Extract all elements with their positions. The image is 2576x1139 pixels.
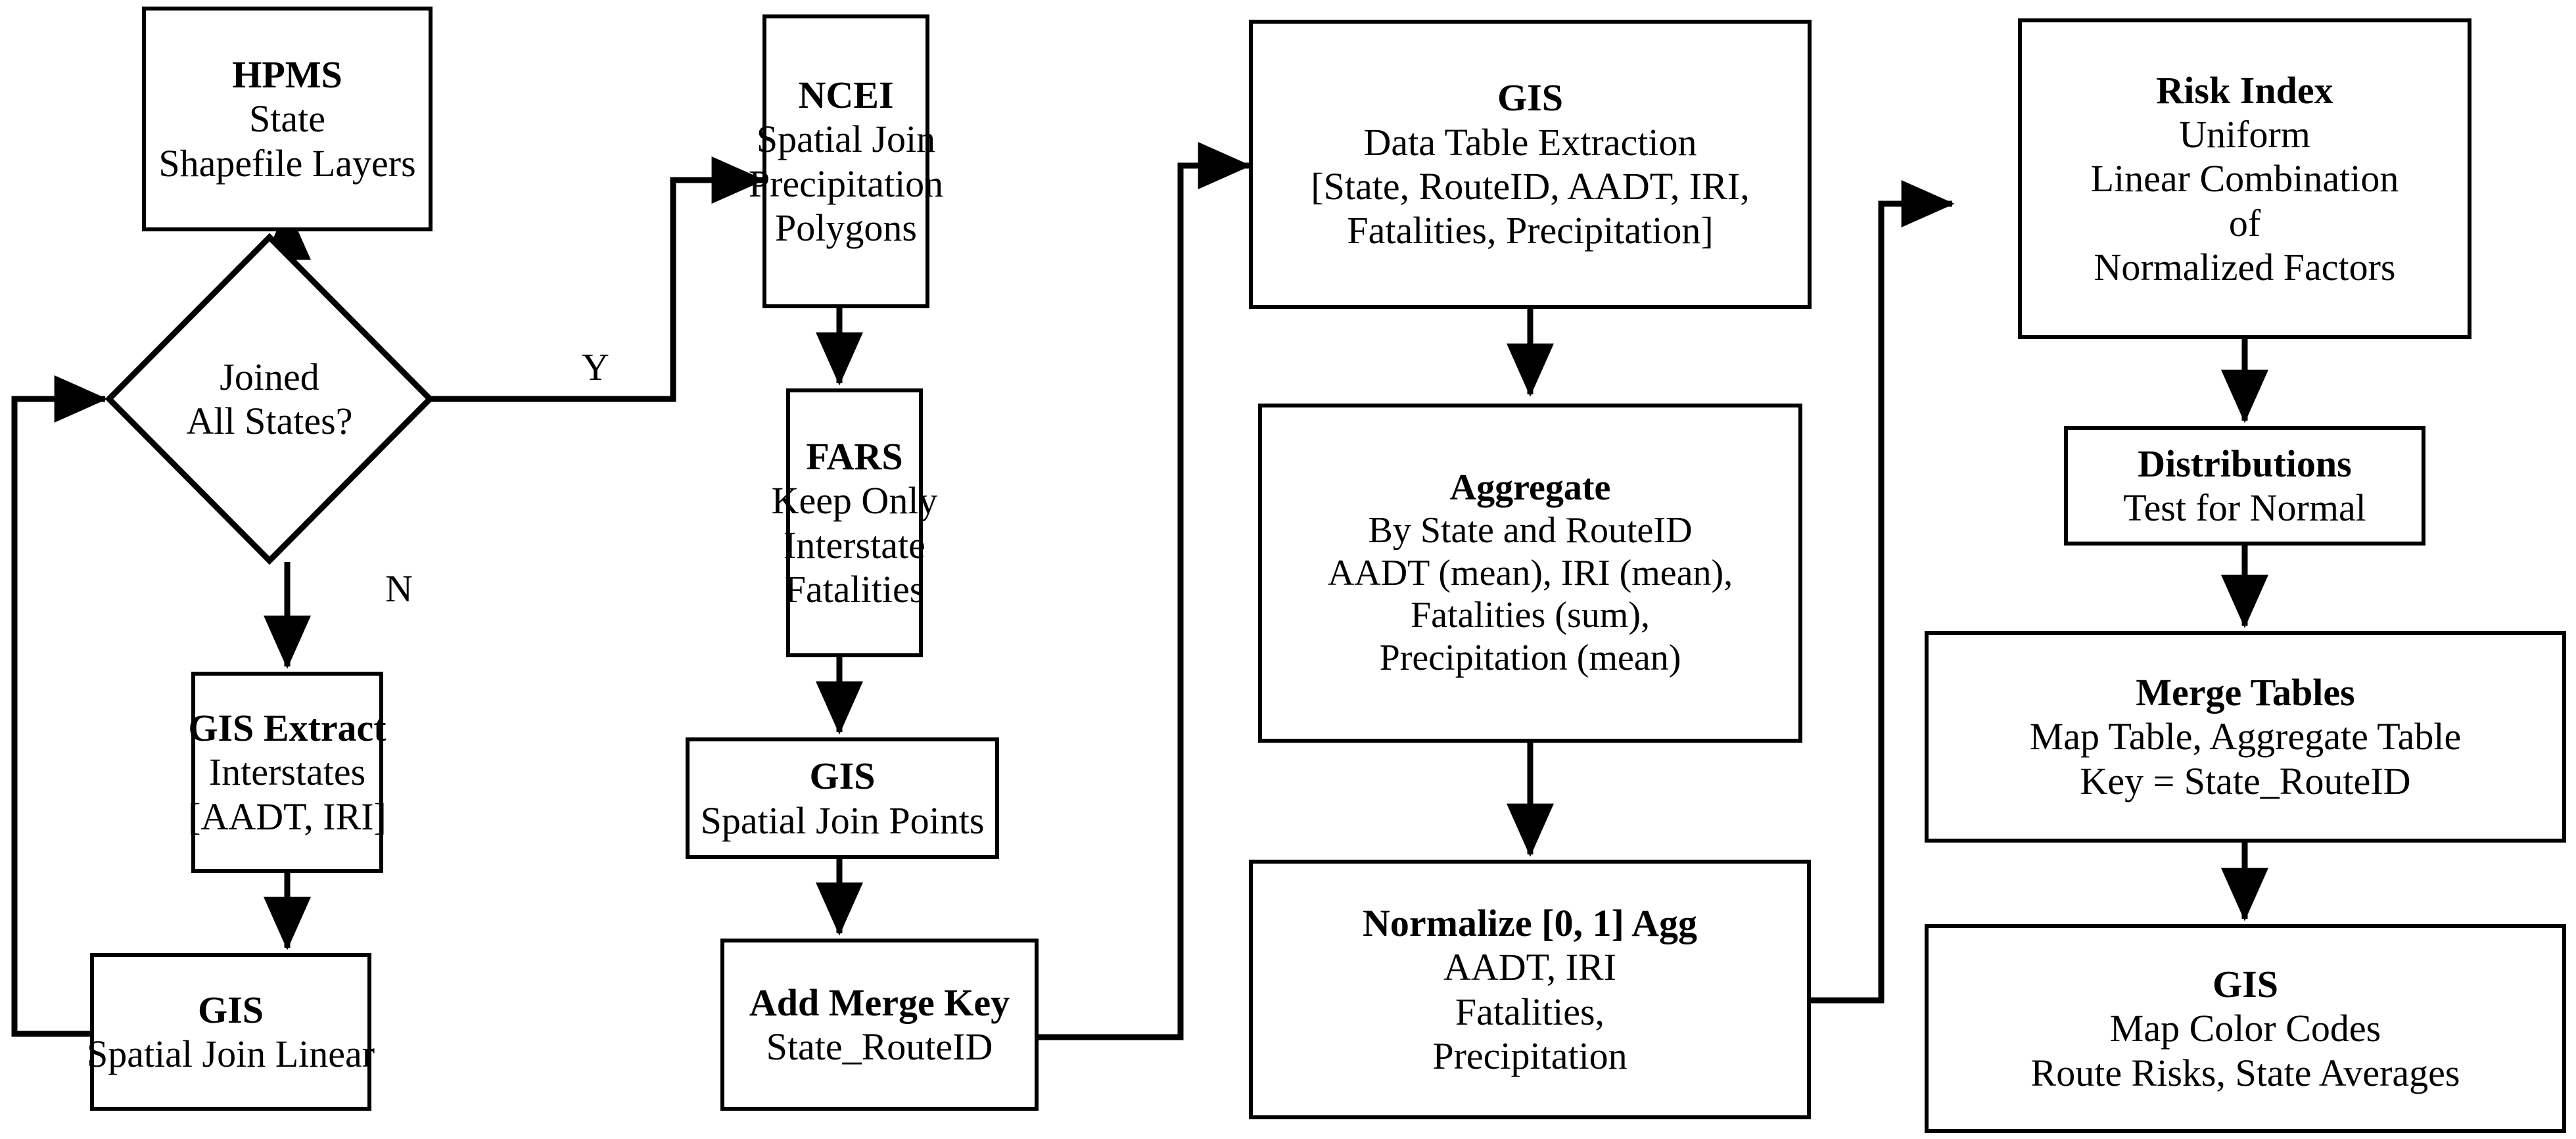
node-joined-decision[interactable]: Joined All States? [105,233,434,565]
node-normalize-line-1: AADT, IRI [1443,946,1617,989]
node-aggregate-line-2: AADT (mean), IRI (mean), [1327,552,1733,593]
node-normalize-title: Normalize [0, 1] Agg [1363,901,1697,944]
node-gis-data-table-extraction-line-2: [State, RouteID, AADT, IRI, [1311,165,1750,208]
node-gis-extract-line-2: [AADT, IRI] [188,795,386,838]
node-gis-spatial-join-points-title: GIS [809,755,876,798]
node-ncei-line-1: Spatial Join [756,118,936,161]
edge-label-yes: Y [582,346,609,388]
node-distributions-line-1: Test for Normal [2123,486,2366,529]
edge-spatial-join-linear-loop-to-joined [11,375,108,1037]
node-gis-map-color-codes-title: GIS [2213,963,2278,1006]
node-gis-spatial-join-linear[interactable]: GIS Spatial Join Linear [87,953,375,1111]
node-gis-spatial-join-points[interactable]: GIS Spatial Join Points [686,737,999,859]
node-hpms-line-2: Shapefile Layers [158,141,416,185]
node-add-merge-key[interactable]: Add Merge Key State_RouteID [720,939,1039,1111]
node-risk-index-title: Risk Index [2156,68,2333,112]
node-merge-tables[interactable]: Merge Tables Map Table, Aggregate Table … [1925,631,2566,843]
node-normalize[interactable]: Normalize [0, 1] Agg AADT, IRI Fatalitie… [1249,860,1811,1119]
edge-label-no: N [385,567,413,610]
node-gis-spatial-join-points-line-1: Spatial Join Points [700,799,985,842]
node-distributions[interactable]: Distributions Test for Normal [2064,426,2425,546]
node-gis-data-table-extraction[interactable]: GIS Data Table Extraction [State, RouteI… [1249,20,1812,309]
node-aggregate-line-3: Fatalities (sum), [1411,595,1650,636]
node-normalize-line-3: Precipitation [1432,1034,1628,1077]
node-aggregate-line-1: By State and RouteID [1368,509,1693,551]
node-gis-map-color-codes-line-1: Map Color Codes [2109,1007,2381,1050]
node-fars-line-3: Fatalities [784,567,925,611]
node-gis-data-table-extraction-title: GIS [1497,76,1563,120]
node-fars[interactable]: FARS Keep Only Interstate Fatalities [772,388,937,657]
node-distributions-title: Distributions [2138,442,2352,485]
node-normalize-line-2: Fatalities, [1455,990,1605,1033]
node-ncei-line-2: Precipitation [748,162,944,205]
node-gis-data-table-extraction-line-1: Data Table Extraction [1363,120,1697,164]
edge-normalize-to-risk-index [1811,180,1955,1004]
node-gis-map-color-codes[interactable]: GIS Map Color Codes Route Risks, State A… [1925,924,2566,1133]
node-risk-index-line-3: of [2228,201,2261,244]
diamond-outline [105,233,434,565]
node-risk-index-line-4: Normalized Factors [2094,245,2396,289]
node-hpms-title: HPMS [232,53,342,97]
node-joined-decision-title: Joined [220,355,319,398]
node-merge-tables-line-2: Key = State_RouteID [2080,759,2411,802]
node-add-merge-key-line-1: State_RouteID [766,1025,993,1068]
node-gis-map-color-codes-line-2: Route Risks, State Averages [2030,1051,2460,1094]
node-merge-tables-title: Merge Tables [2136,671,2355,714]
node-fars-line-1: Keep Only [771,479,938,523]
node-merge-tables-line-1: Map Table, Aggregate Table [2029,715,2462,758]
node-aggregate-line-4: Precipitation (mean) [1379,638,1681,679]
edge-add-merge-key-to-data-table-extraction [1039,142,1252,1040]
node-gis-extract-line-1: Interstates [208,751,366,794]
node-gis-data-table-extraction-line-3: Fatalities, Precipitation] [1347,209,1714,252]
node-hpms-line-1: State [249,97,325,141]
node-risk-index[interactable]: Risk Index Uniform Linear Combination of… [2018,18,2471,339]
node-ncei-title: NCEI [798,73,894,116]
node-gis-extract-title: GIS Extract [188,707,386,750]
node-aggregate-title: Aggregate [1449,467,1611,508]
node-risk-index-line-2: Linear Combination [2090,157,2399,200]
node-hpms[interactable]: HPMS State Shapefile Layers [142,7,433,231]
node-gis-extract[interactable]: GIS Extract Interstates [AADT, IRI] [188,672,386,873]
node-risk-index-line-1: Uniform [2179,113,2310,156]
node-ncei-line-3: Polygons [775,206,917,249]
node-aggregate[interactable]: Aggregate By State and RouteID AADT (mea… [1258,404,1802,743]
node-fars-title: FARS [806,434,903,478]
node-fars-line-2: Interstate [784,523,925,567]
node-ncei[interactable]: NCEI Spatial Join Precipitation Polygons [749,14,943,308]
node-gis-spatial-join-linear-title: GIS [198,988,264,1031]
node-gis-spatial-join-linear-line-1: Spatial Join Linear [86,1033,375,1075]
node-add-merge-key-title: Add Merge Key [749,981,1010,1024]
node-joined-decision-line-1: All States? [186,400,353,442]
